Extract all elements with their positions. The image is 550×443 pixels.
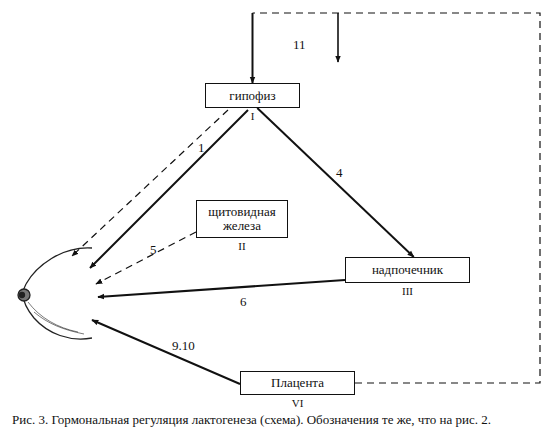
hormone-arrow-dashed xyxy=(96,232,196,284)
callout-number: 1 xyxy=(198,141,205,155)
figure-caption: Рис. 3. Гормональная регуляция лактогене… xyxy=(12,412,538,427)
breast-drawing xyxy=(18,248,92,339)
hormone-arrow xyxy=(98,280,345,297)
roman-numeral: II xyxy=(197,240,287,252)
hormone-arrow xyxy=(90,110,248,268)
connector-line xyxy=(252,13,254,83)
organ-box: щитовидная железаII xyxy=(196,200,288,238)
hormone-arrows xyxy=(72,13,345,384)
organ-box: ПлацентаVI xyxy=(240,371,355,395)
roman-numeral: III xyxy=(346,285,469,297)
feedback-arrow xyxy=(337,13,339,62)
organ-name: Плацента xyxy=(271,376,324,390)
feedback-connector xyxy=(253,13,541,383)
callout-number: 9.10 xyxy=(172,339,195,353)
connector-line xyxy=(253,13,541,383)
callout-number: 6 xyxy=(240,295,247,309)
hormone-arrow xyxy=(92,320,240,384)
organ-box: гипофизI xyxy=(205,83,300,108)
organ-box: надпочечникIII xyxy=(345,257,470,283)
roman-numeral: I xyxy=(206,110,299,122)
organ-name: надпочечник xyxy=(372,263,443,277)
roman-numeral: VI xyxy=(241,397,354,409)
organ-name: гипофиз xyxy=(229,89,275,103)
organ-name: щитовидная железа xyxy=(201,205,283,233)
callout-number: 5 xyxy=(150,243,157,257)
edge-label: 4 xyxy=(336,166,343,180)
edge-label: 11 xyxy=(293,38,306,52)
